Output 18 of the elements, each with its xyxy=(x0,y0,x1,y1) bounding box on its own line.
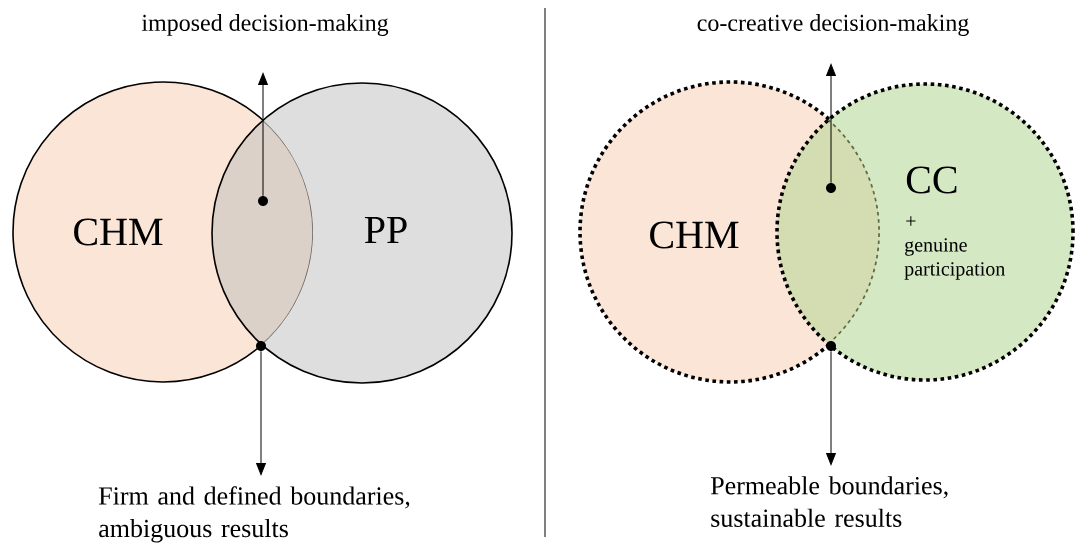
circle-label: genuine participation xyxy=(904,238,1005,280)
venn-circle xyxy=(775,82,1075,382)
venn-circle xyxy=(211,82,513,384)
circle-label: PP xyxy=(364,216,407,244)
circle-label: CHM xyxy=(650,221,739,249)
circle-label: + xyxy=(906,216,916,226)
venn-circle xyxy=(12,81,314,383)
circle-label: CHM xyxy=(74,218,163,246)
outcome-text: Firm and defined boundaries, ambiguous results xyxy=(98,486,410,543)
panel-heading: co-creative decision-making xyxy=(697,14,969,36)
arrow xyxy=(826,350,836,466)
arrow xyxy=(258,72,268,197)
arrow xyxy=(256,350,266,476)
arrow xyxy=(826,63,836,184)
outcome-text: Permeable boundaries, sustainable results xyxy=(710,476,948,527)
panel-heading: imposed decision-making xyxy=(141,14,389,36)
venn-circle xyxy=(578,80,882,384)
circle-label: CC xyxy=(906,166,957,194)
